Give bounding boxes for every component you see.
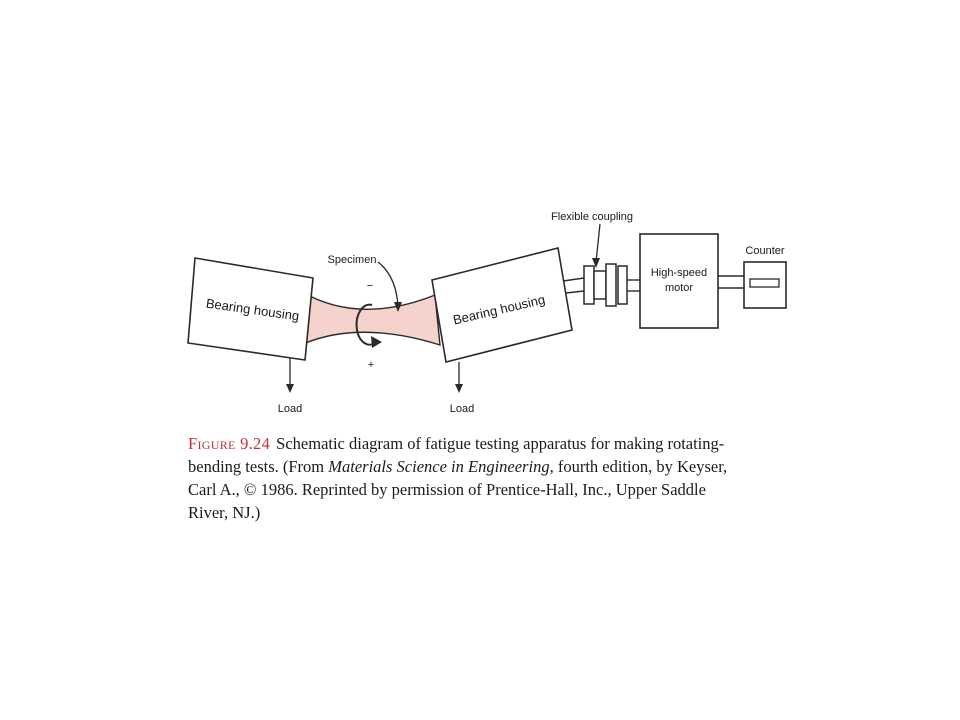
- specimen-leader: [377, 261, 399, 307]
- shaft-line-top: [562, 277, 585, 282]
- shaft-line-bottom: [565, 290, 585, 294]
- specimen-label: Specimen: [328, 254, 377, 266]
- fatigue-apparatus-diagram: Bearing housing Bearing housing − + Spec…: [187, 211, 787, 415]
- flexible-coupling-leader: [595, 223, 601, 263]
- coupling-plate-1: [583, 265, 595, 305]
- load-left-arrowhead-icon: [286, 384, 294, 393]
- figure-label: Figure 9.24: [188, 434, 271, 453]
- counter-label: Counter: [745, 245, 784, 257]
- sign-plus: +: [368, 359, 374, 371]
- specimen-shape: [301, 290, 441, 346]
- coupling-plate-2: [605, 263, 617, 307]
- flexible-coupling-label: Flexible coupling: [551, 211, 633, 223]
- flexible-coupling-arrowhead-icon: [592, 258, 600, 268]
- counter-display: [749, 278, 780, 288]
- motor-label-line1: High-speed: [651, 267, 707, 279]
- coupling-plate-3: [617, 265, 628, 305]
- load-right-arrowhead-icon: [455, 384, 463, 393]
- load-right-label: Load: [450, 403, 474, 415]
- rotation-arrowhead-icon: [371, 336, 382, 348]
- coupling-hub: [593, 270, 607, 300]
- caption-text-2: , fourth edition, by Keyser, Carl A., © …: [188, 457, 728, 522]
- specimen-leader-arrowhead-icon: [394, 302, 402, 312]
- caption-text-1: Schematic diagram of fatigue testing app…: [188, 434, 725, 476]
- caption-book-title: Materials Science in Engineering: [328, 457, 550, 476]
- rotation-arrow-icon: [355, 303, 377, 346]
- motor-label-line2: motor: [665, 282, 693, 294]
- bearing-housing-right-box: [431, 247, 573, 363]
- load-left-label: Load: [278, 403, 302, 415]
- motor-box: [639, 233, 719, 329]
- sign-minus: −: [367, 280, 373, 292]
- bearing-housing-left-box: [187, 257, 314, 361]
